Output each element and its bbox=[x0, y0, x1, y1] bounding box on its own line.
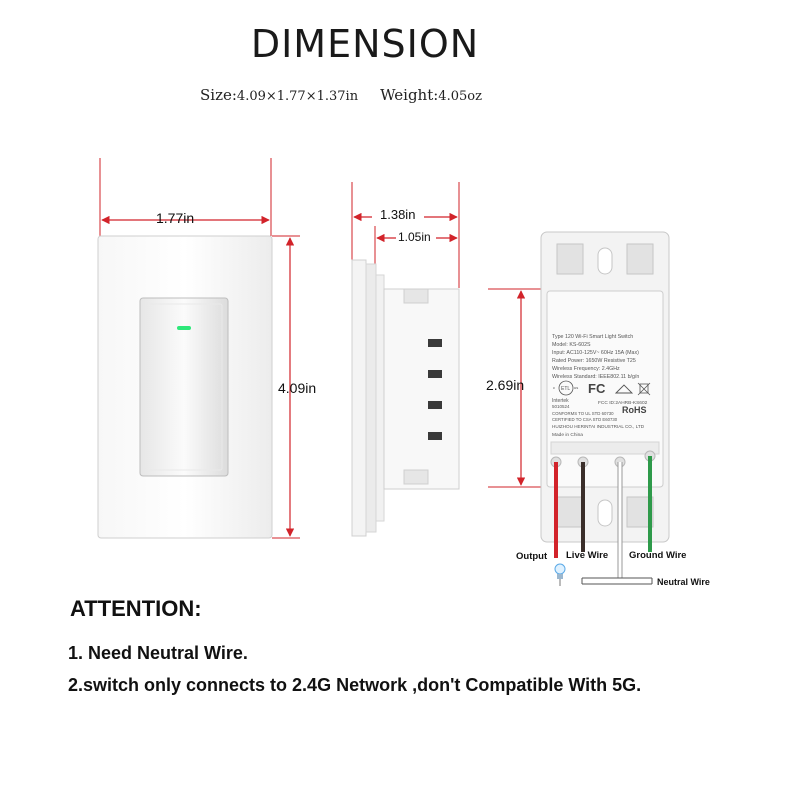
mount-slot-bottom bbox=[597, 499, 613, 527]
svg-text:Intertek: Intertek bbox=[552, 398, 569, 404]
size-value: 4.09×1.77×1.37in bbox=[236, 89, 359, 104]
page-title: DIMENSION bbox=[250, 22, 480, 66]
live-label: Live Wire bbox=[566, 550, 608, 561]
svg-text:5010524: 5010524 bbox=[552, 404, 570, 409]
svg-text:Model: KS-602S: Model: KS-602S bbox=[552, 342, 591, 348]
side-view: 1.38in 1.05in bbox=[351, 182, 460, 537]
label-plate-text: Type 120 Wi-Fi Smart Light Switch Model:… bbox=[552, 334, 651, 438]
attention-heading: ATTENTION: bbox=[70, 596, 202, 621]
fcc-mark: FC bbox=[588, 381, 606, 396]
neutral-label: Neutral Wire bbox=[657, 577, 710, 587]
mount-slot-top bbox=[597, 247, 613, 275]
led-indicator bbox=[177, 326, 191, 330]
svg-text:CONFORMS TO UL STD 60730: CONFORMS TO UL STD 60730 bbox=[552, 411, 614, 416]
svg-text:CERTIFIED TO CSA STD E60730: CERTIFIED TO CSA STD E60730 bbox=[552, 417, 618, 422]
weight-label: Weight: bbox=[380, 86, 439, 104]
weight-value: 4.05oz bbox=[438, 89, 482, 104]
svg-text:Wireless Frequency: 2.4GHz: Wireless Frequency: 2.4GHz bbox=[552, 366, 620, 372]
svg-text:ETL: ETL bbox=[561, 386, 570, 392]
attention-note-network: 2.switch only connects to 2.4G Network ,… bbox=[68, 675, 642, 695]
attention-note-neutral: 1. Need Neutral Wire. bbox=[68, 643, 248, 663]
output-label: Output bbox=[516, 551, 548, 562]
side-depth-label: 1.38in bbox=[380, 207, 415, 222]
back-view: 2.69in Type 120 Wi-Fi Smart Light Switch… bbox=[486, 231, 670, 543]
side-body bbox=[383, 288, 460, 490]
front-view: 1.77in 4.09in bbox=[97, 158, 316, 539]
svg-text:Made in China: Made in China bbox=[552, 432, 583, 438]
house-icon bbox=[614, 384, 634, 394]
back-label-body bbox=[546, 290, 664, 488]
back-height-label: 2.69in bbox=[486, 377, 524, 393]
side-inner-label: 1.05in bbox=[398, 230, 431, 244]
ground-label: Ground Wire bbox=[629, 550, 686, 561]
front-height-label: 4.09in bbox=[278, 380, 316, 396]
front-width-label: 1.77in bbox=[156, 210, 194, 226]
svg-text:Input: AC110-125V~ 60Hz 15A (M: Input: AC110-125V~ 60Hz 15A (Max) bbox=[552, 350, 639, 356]
switch-paddle bbox=[139, 297, 229, 477]
size-label: Size: bbox=[200, 86, 237, 104]
svg-text:Wireless Standard: IEEE802.11: Wireless Standard: IEEE802.11 b/g/n bbox=[552, 374, 639, 380]
svg-text:FCC ID:2AHRB-KS602: FCC ID:2AHRB-KS602 bbox=[598, 400, 648, 406]
svg-text:Type 120 Wi-Fi Smart Light Swi: Type 120 Wi-Fi Smart Light Switch bbox=[552, 334, 633, 340]
side-plate bbox=[351, 259, 367, 537]
light-bulb-icon bbox=[554, 563, 566, 586]
wires: Output Live Wire Ground Wire Neutral Wir… bbox=[516, 456, 710, 587]
svg-text:HUIZHOU HERINTAI INDUSTRIAL CO: HUIZHOU HERINTAI INDUSTRIAL CO., LTD bbox=[552, 424, 645, 429]
etl-mark bbox=[558, 380, 574, 396]
svg-text:c: c bbox=[553, 385, 555, 390]
spec-line: Size:4.09×1.77×1.37in Weight:4.05oz bbox=[200, 86, 482, 104]
svg-text:us: us bbox=[574, 385, 578, 390]
svg-text:Rated Power: 1650W Resistive: Rated Power: 1650W Resistive T25 bbox=[552, 358, 636, 364]
rohs-mark: RoHS bbox=[622, 405, 647, 415]
weee-bin-icon bbox=[639, 383, 649, 394]
